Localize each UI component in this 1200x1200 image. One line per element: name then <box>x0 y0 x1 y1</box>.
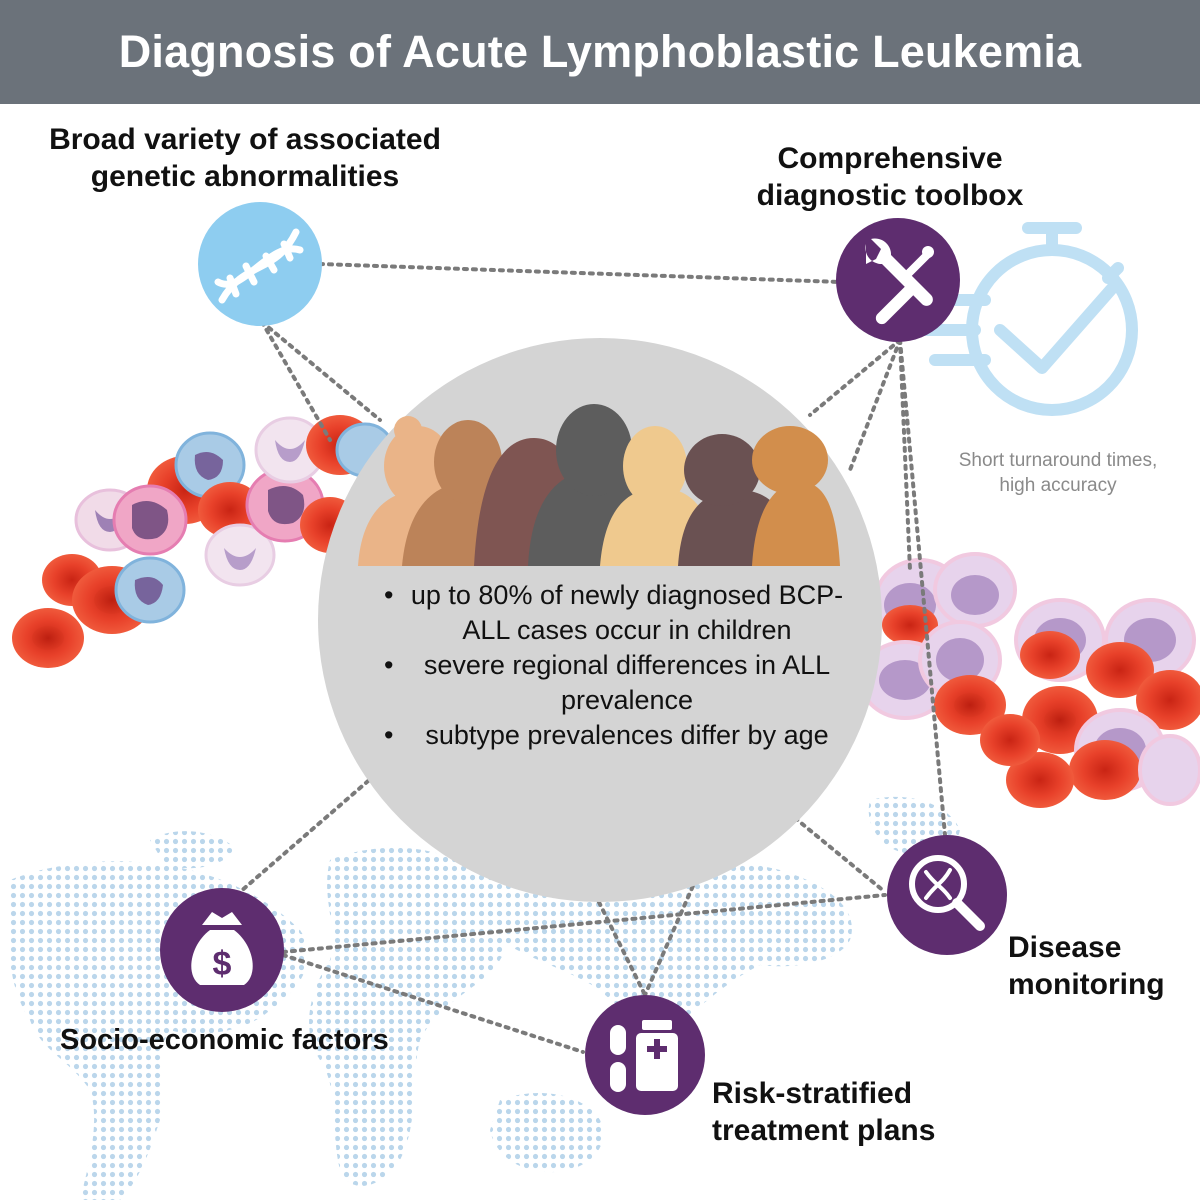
connector-lines <box>223 262 947 1054</box>
genetic-node <box>198 202 322 326</box>
toolbox-label-line1: Comprehensive <box>777 142 1003 175</box>
toolbox-label: Comprehensive diagnostic toolbox <box>735 140 1045 214</box>
genetic-label: Broad variety of associated genetic abno… <box>30 121 460 195</box>
socio-label-text: Socio-economic factors <box>60 1024 389 1056</box>
treatment-label-line1: Risk-stratified <box>712 1077 913 1110</box>
monitoring-label-line1: Disease <box>1008 931 1122 964</box>
socio-label: Socio-economic factors <box>60 1022 440 1059</box>
center-bullet-list: up to 80% of newly diagnosed BCP-ALL cas… <box>378 578 848 753</box>
blood-cells-left <box>12 415 395 668</box>
blood-cells-right <box>859 552 1200 808</box>
monitoring-node <box>887 835 1007 955</box>
socio-node: $ <box>160 888 284 1012</box>
svg-text:$: $ <box>213 945 232 983</box>
bullet-item: up to 80% of newly diagnosed BCP-ALL cas… <box>378 578 848 648</box>
genetic-label-line1: Broad variety of associated <box>49 123 441 156</box>
treatment-node <box>585 995 705 1115</box>
monitoring-label: Disease monitoring <box>1008 929 1193 1003</box>
genetic-label-line2: genetic abnormalities <box>90 160 400 193</box>
wrench-screwdriver-icon <box>865 238 934 325</box>
toolbox-label-line2: diagnostic toolbox <box>756 179 1024 212</box>
timer-note-line1: Short turnaround times, <box>958 450 1158 471</box>
treatment-label: Risk-stratified treatment plans <box>712 1075 972 1149</box>
timer-note: Short turnaround times, high accuracy <box>938 448 1178 498</box>
magnifier-dna-icon <box>909 855 985 931</box>
timer-note-line2: high accuracy <box>999 475 1117 496</box>
title-bar: Diagnosis of Acute Lymphoblastic Leukemi… <box>0 0 1200 104</box>
toolbox-node <box>836 218 960 342</box>
monitoring-label-line2: monitoring <box>1008 968 1165 1001</box>
bullet-item: severe regional differences in ALL preva… <box>378 648 848 718</box>
treatment-label-line2: treatment plans <box>712 1114 936 1147</box>
bullet-item: subtype prevalences differ by age <box>378 718 848 753</box>
medicine-bottle-icon <box>610 1020 678 1092</box>
people-silhouettes-icon <box>358 404 840 566</box>
page-title: Diagnosis of Acute Lymphoblastic Leukemi… <box>118 26 1082 77</box>
money-bag-icon: $ <box>191 912 253 985</box>
stopwatch-check-icon <box>919 222 1138 416</box>
dna-icon <box>214 228 304 304</box>
